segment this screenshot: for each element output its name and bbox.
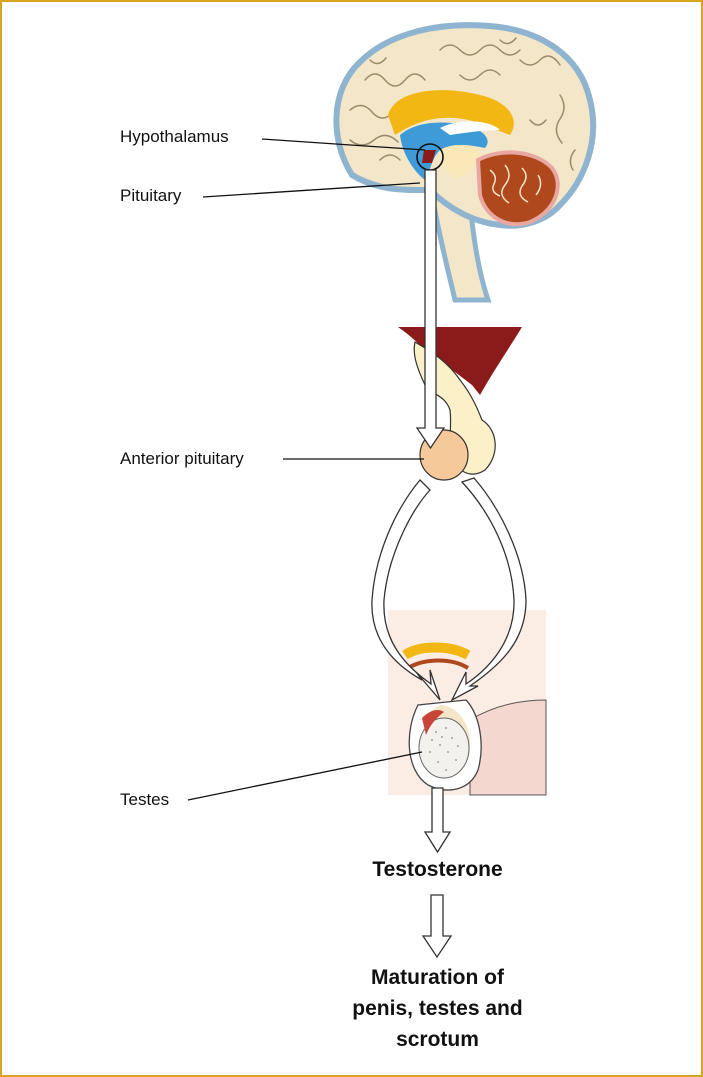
pituitary-illustration	[398, 327, 522, 480]
arrow-testes-to-testosterone	[425, 788, 450, 852]
arrow-testosterone-to-maturation	[423, 895, 451, 957]
label-testes: Testes	[120, 790, 169, 810]
testes-illustration	[388, 610, 546, 795]
label-maturation-line-2: penis, testes and	[290, 993, 585, 1024]
label-hypothalamus: Hypothalamus	[120, 127, 229, 147]
label-testosterone: Testosterone	[300, 855, 575, 885]
leader-line-testes	[188, 752, 422, 800]
brain-illustration	[336, 25, 593, 300]
label-anterior-pituitary: Anterior pituitary	[120, 449, 244, 469]
label-pituitary: Pituitary	[120, 186, 181, 206]
label-maturation: Maturation of penis, testes and scrotum	[290, 962, 585, 1055]
label-maturation-line-1: Maturation of	[290, 962, 585, 993]
label-maturation-line-3: scrotum	[290, 1024, 585, 1055]
